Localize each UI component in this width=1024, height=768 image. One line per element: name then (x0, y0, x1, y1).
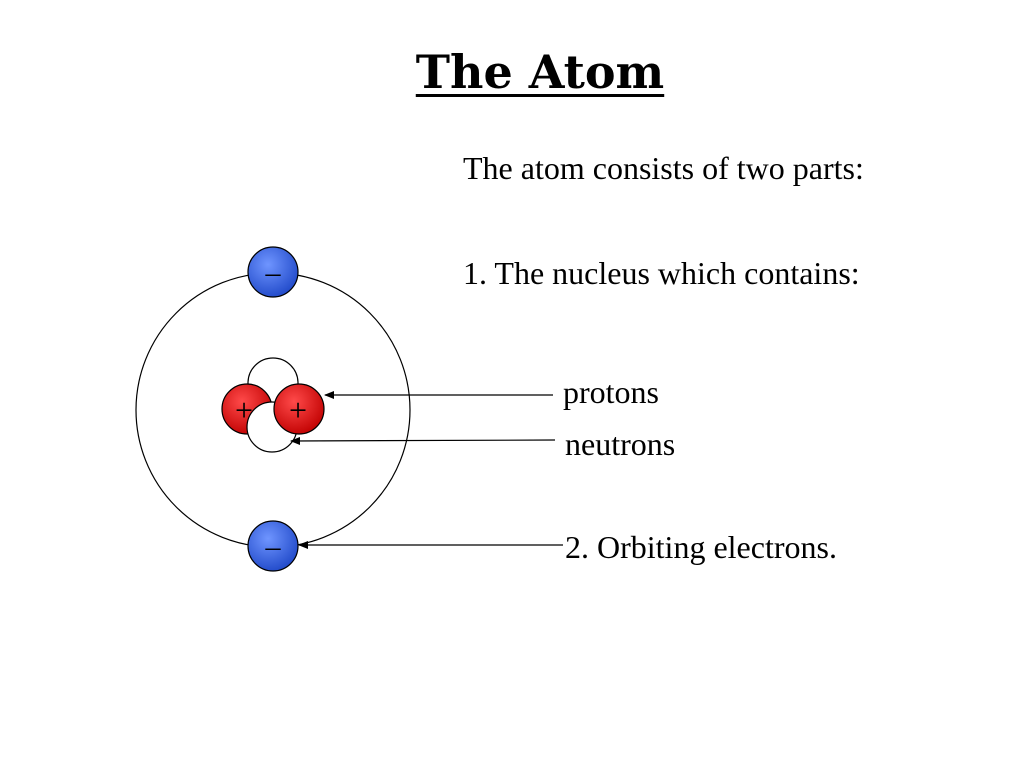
slide-title: The Atom (0, 42, 1024, 102)
neutrons-label: neutrons (565, 426, 676, 462)
protons-label: protons (563, 374, 659, 410)
electron-top-sign: – (265, 256, 282, 289)
intro-text: The atom consists of two parts: (463, 150, 864, 186)
proton-right (273, 383, 325, 435)
electron-bottom-sign: – (265, 530, 282, 563)
electrons-item: 2. Orbiting electrons. (565, 529, 837, 565)
electron-top (247, 246, 299, 298)
nucleus-item: 1. The nucleus which contains: (463, 255, 860, 291)
slide-title-text: The Atom (415, 45, 665, 99)
neutrons-arrow (290, 436, 556, 445)
proton-right-sign: + (289, 392, 307, 428)
